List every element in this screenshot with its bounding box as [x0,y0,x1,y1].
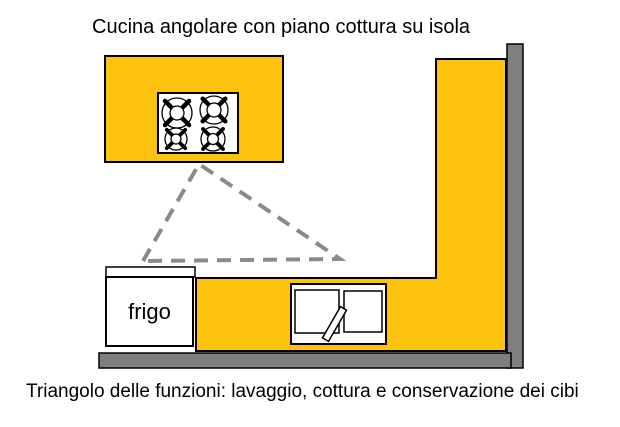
burner-spoke [162,98,174,110]
burner-spoke [201,141,211,151]
burner-center [206,102,222,118]
diagram-title: Cucina angolare con piano cottura su iso… [92,16,471,38]
burner-spoke [162,116,174,128]
diagram-caption: Triangolo delle funzioni: lavaggio, cott… [26,381,579,402]
sink-basin-right [343,290,383,333]
wall-bottom [98,352,512,369]
sink-basin-left [294,289,340,334]
burner-center [169,105,185,121]
burner-spoke [180,116,192,128]
burner-spoke [200,96,211,107]
burner-icon [200,126,226,152]
burner-spoke [178,141,188,151]
burner-spoke [164,127,174,137]
work-triangle [139,161,347,264]
burner-spoke [200,113,211,124]
burner-icon [199,95,229,125]
fridge-top-panel [105,266,196,278]
sink-icon [290,283,387,345]
fridge-label: frigo [128,298,171,324]
burner-spoke [217,96,228,107]
wall-right [506,43,524,369]
burner-spoke [215,127,225,137]
burner-spoke [215,141,225,151]
fridge-body [105,276,194,347]
burner-spoke [178,127,188,137]
burner-center [206,132,220,146]
fridge-icon [105,266,196,347]
burner-spoke [201,127,211,137]
burner-spoke [164,141,174,151]
l-shaped-counter [195,58,507,352]
burner-icon [164,127,188,151]
burner-center [170,133,182,145]
burner-spoke [217,113,228,124]
faucet-icon [321,305,348,343]
cooktop-icon [157,92,239,154]
burner-spoke [180,98,192,110]
burner-icon [161,97,193,129]
